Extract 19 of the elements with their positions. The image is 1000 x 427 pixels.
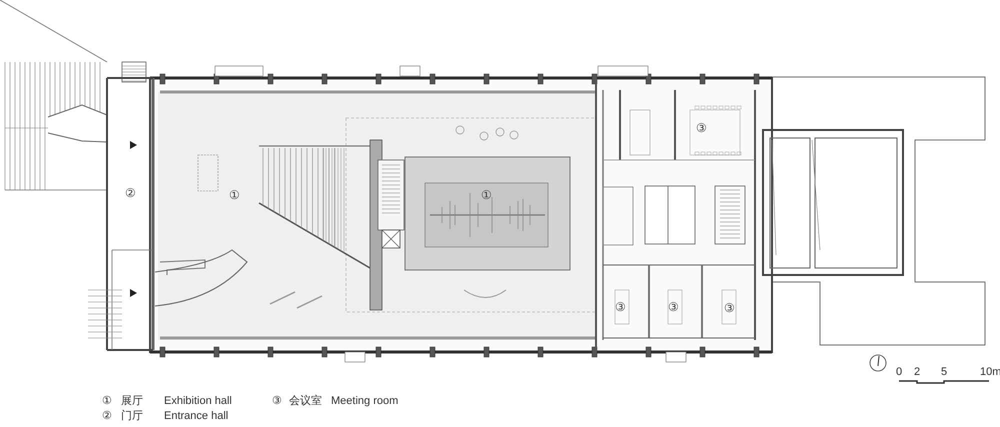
room-number: ① [229,189,240,201]
legend-number: ② [102,411,112,422]
scale-label: 0 [896,367,902,378]
room-name-english: Meeting room [331,396,398,407]
room-number: ③ [615,301,626,313]
room-name-english: Exhibition hall [164,396,232,407]
legend-number: ③ [272,396,282,407]
room-number: ① [481,189,492,201]
scale-label: 5 [941,367,948,378]
room-name: 展厅 [121,396,143,407]
room-name: 会议室 [289,396,322,407]
room-number: ③ [724,302,735,314]
scale-label: 2 [914,367,920,378]
room-number: ③ [696,122,707,134]
room-number: ③ [668,301,679,313]
room-number: ② [125,187,136,199]
legend-number: ① [102,396,112,407]
room-name: 门厅 [121,411,143,422]
room-name-english: Entrance hall [164,411,228,422]
